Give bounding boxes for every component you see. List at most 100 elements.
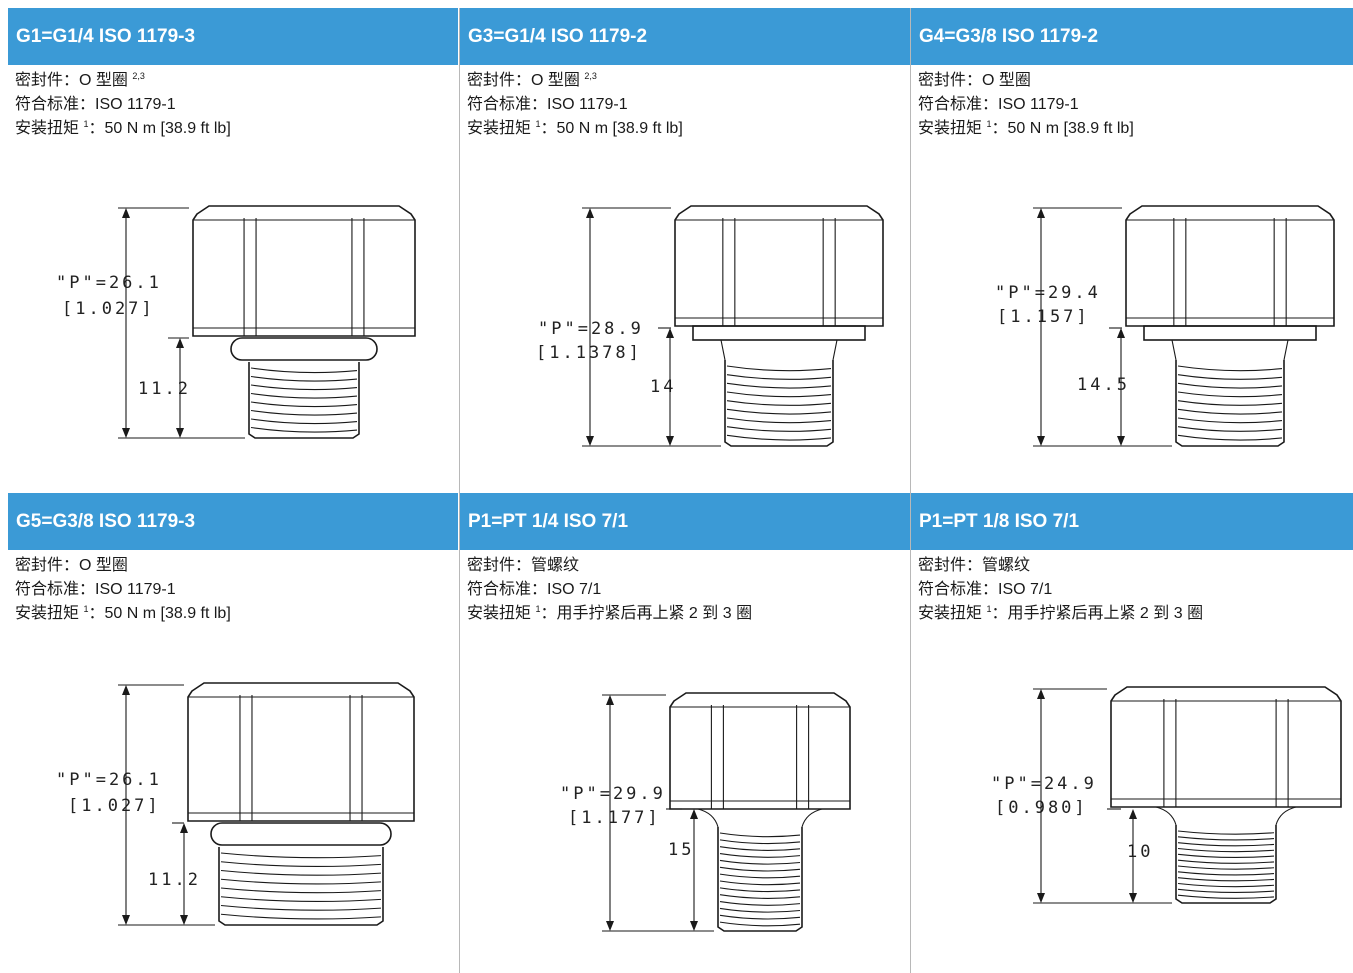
spec-list: 密封件：O 型圈 符合标准：ISO 1179-1 安装扭矩 1：50 N m […	[918, 69, 1134, 141]
standard-spec: 符合标准：ISO 1179-1	[918, 96, 1079, 113]
p-dimension-inch: [1.177]	[568, 808, 661, 828]
p-dimension-inch: [1.1378]	[536, 343, 642, 363]
column-divider	[910, 493, 911, 973]
hex-fitting-drawing-icon: "P"=29.9 [1.177] 15	[550, 683, 890, 943]
thread-line	[1177, 865, 1275, 870]
o-ring	[230, 337, 378, 361]
thread-line	[1177, 382, 1283, 389]
thread-line	[1177, 408, 1283, 415]
hex-fitting-drawing-icon: "P"=29.4 [1.157] 14.5	[981, 192, 1351, 452]
thread-line	[719, 921, 801, 927]
panel-header: P1=PT 1/8 ISO 7/1	[911, 493, 1353, 550]
neck	[1155, 806, 1297, 826]
p-dimension-inch: [0.980]	[995, 798, 1088, 818]
thread-line	[1177, 830, 1275, 835]
o-ring	[210, 822, 392, 846]
fitting-panel: G4=G3/8 ISO 1179-2 密封件：O 型圈 符合标准：ISO 117…	[911, 8, 1353, 493]
seal-collar	[1143, 325, 1317, 341]
panel-header: G4=G3/8 ISO 1179-2	[911, 8, 1353, 65]
panel-header: G5=G3/8 ISO 1179-3	[8, 493, 458, 550]
fitting-panel: P1=PT 1/8 ISO 7/1 密封件：管螺纹 符合标准：ISO 7/1 安…	[911, 493, 1353, 973]
thread-line	[1177, 882, 1275, 888]
hex-fitting-drawing-icon: "P"=28.9 [1.1378] 14	[530, 192, 910, 452]
thread-length: 14.5	[1077, 375, 1130, 395]
p-dimension: "P"=28.9	[538, 319, 644, 339]
thread-line	[250, 426, 358, 433]
seal-spec: 密封件：O 型圈	[15, 557, 128, 574]
p-dimension: "P"=29.4	[995, 283, 1101, 303]
dimension-arrow	[1037, 893, 1045, 903]
footnote-marker: 1	[535, 604, 541, 614]
spec-list: 密封件：O 型圈 符合标准：ISO 1179-1 安装扭矩 1：50 N m […	[15, 554, 231, 626]
fitting-panel: G3=G1/4 ISO 1179-2 密封件：O 型圈 2,3 符合标准：ISO…	[460, 8, 910, 493]
column-divider	[459, 493, 460, 973]
thread-line	[220, 878, 382, 885]
dimension-arrow	[122, 428, 130, 438]
dimension-arrow	[1117, 328, 1125, 338]
thread-length: 11.2	[138, 379, 191, 399]
thread-line	[726, 400, 832, 406]
seal-spec: 密封件：O 型圈 2,3	[467, 71, 597, 90]
seal-spec: 密封件：管螺纹	[918, 557, 1031, 574]
drawing-line	[1171, 339, 1289, 361]
footnote-marker: 1	[535, 119, 541, 129]
thread-line	[719, 887, 801, 893]
dimension-arrow	[586, 208, 594, 218]
thread-line	[1177, 853, 1275, 859]
thread-line	[726, 417, 832, 424]
dimension-arrow	[690, 809, 698, 819]
p-dimension: "P"=24.9	[991, 774, 1097, 794]
torque-spec: 安装扭矩 1：50 N m [38.9 ft lb]	[15, 119, 231, 138]
spec-list: 密封件：管螺纹 符合标准：ISO 7/1 安装扭矩 1：用手拧紧后再上紧 2 到…	[467, 554, 752, 626]
thread-line	[1177, 391, 1283, 398]
thread-line	[726, 391, 832, 398]
thread-outline	[724, 360, 834, 447]
thread-line	[220, 861, 382, 868]
thread-line	[719, 846, 801, 851]
thread-line	[250, 392, 358, 399]
thread-line	[250, 367, 358, 374]
thread-line	[719, 901, 801, 906]
seal-spec: 密封件：O 型圈 2,3	[15, 71, 145, 90]
dimension-arrow	[1117, 436, 1125, 446]
dimension-arrow	[176, 428, 184, 438]
dimension-arrow	[180, 915, 188, 925]
p-dimension-inch: [1.027]	[68, 796, 161, 816]
thread-line	[250, 401, 358, 408]
thread-outline	[717, 827, 803, 932]
thread-line	[1177, 426, 1283, 432]
footnote-marker: 2,3	[132, 71, 145, 81]
thread-line	[726, 434, 832, 441]
thread-line	[250, 418, 358, 425]
torque-spec: 安装扭矩 1：50 N m [38.9 ft lb]	[467, 119, 683, 138]
footnote-marker: 1	[986, 604, 992, 614]
thread-outline	[1175, 825, 1277, 904]
thread-line	[719, 866, 801, 872]
dimension-arrow	[666, 328, 674, 338]
thread-line	[719, 914, 801, 920]
dimension-arrow	[122, 208, 130, 218]
thread-line	[250, 409, 358, 416]
dimension-arrow	[606, 695, 614, 705]
thread-line	[250, 375, 358, 382]
thread-line	[726, 365, 832, 372]
neck	[697, 808, 823, 828]
hex-fitting-drawing-icon: "P"=24.9 [0.980] 10	[981, 677, 1351, 937]
dimension-arrow	[690, 921, 698, 931]
panel-header: P1=PT 1/4 ISO 7/1	[460, 493, 910, 550]
thread-line	[220, 869, 382, 876]
standard-spec: 符合标准：ISO 1179-1	[15, 96, 176, 113]
dimension-arrow	[122, 915, 130, 925]
thread-line	[1177, 847, 1275, 853]
thread-length: 11.2	[148, 870, 201, 890]
standard-spec: 符合标准：ISO 7/1	[467, 581, 602, 598]
dimension-arrow	[1037, 689, 1045, 699]
dimension-arrow	[1129, 893, 1137, 903]
p-dimension: "P"=26.1	[56, 770, 162, 790]
thread-line	[1177, 877, 1275, 882]
thread-line	[1177, 417, 1283, 424]
column-divider	[910, 8, 911, 493]
thread-outline	[218, 847, 384, 926]
dimension-arrow	[180, 823, 188, 833]
thread-line	[726, 426, 832, 432]
